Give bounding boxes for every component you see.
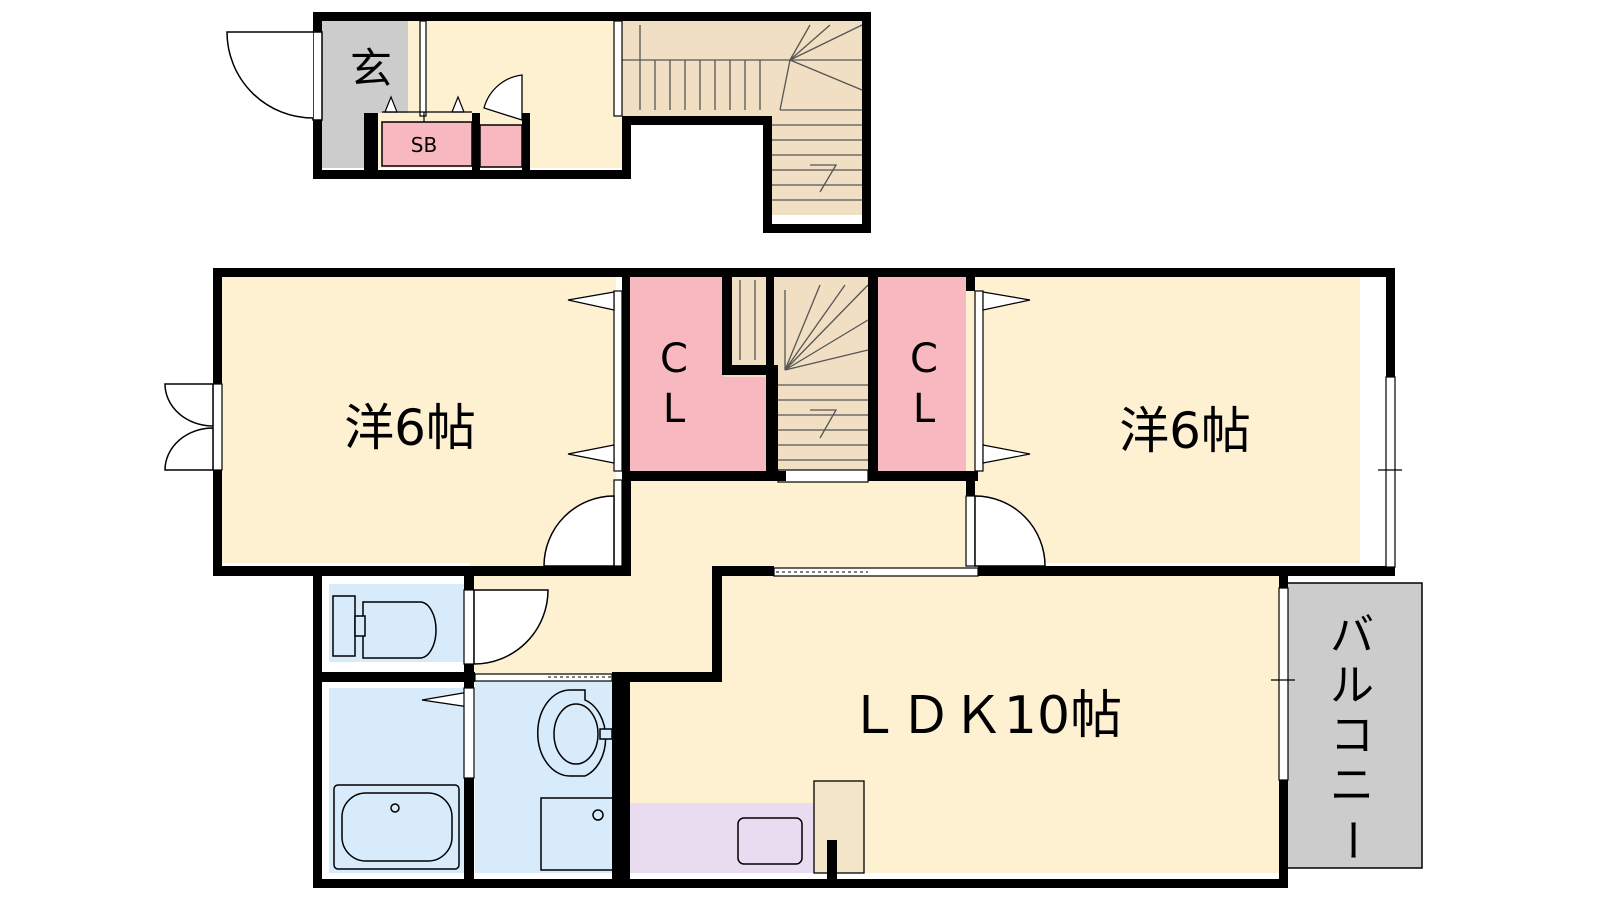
toilet-door-icon	[473, 589, 549, 665]
room-2-window	[1385, 376, 1396, 568]
entrance-level: 玄 SB	[226, 12, 871, 233]
room-2-label: 洋6帖	[1119, 402, 1251, 460]
room-1-window	[212, 383, 223, 471]
closet-2-label-l: L	[913, 386, 936, 432]
closet-1-edge	[613, 290, 623, 472]
small-closet	[479, 124, 523, 168]
balcony-door-icon-1	[164, 383, 214, 427]
balcony-door-icon-2	[164, 427, 214, 471]
shoebox-marks	[382, 95, 472, 122]
ldk-label: ＬＤＫ10帖	[848, 686, 1122, 746]
upper-stair-floor-2	[772, 110, 862, 215]
main-level: C L C L 洋6帖 洋6帖 ＬＤＫ10帖 バ ル コ ニ ー	[164, 268, 1423, 888]
stair-floor	[724, 277, 868, 377]
room-2-floor	[966, 277, 1360, 563]
sink-icon	[737, 817, 803, 865]
closet-2	[876, 277, 966, 471]
main-walls	[213, 268, 1395, 888]
stair-landing-rail	[777, 469, 869, 483]
shoe-box-label: SB	[411, 133, 437, 157]
ldk-sliding-door	[773, 567, 979, 577]
closet-2-edge	[974, 290, 984, 472]
upper-stairs	[622, 24, 863, 201]
washbasin-icon	[537, 689, 613, 777]
washroom-sliding-door	[474, 673, 613, 682]
room-1-door-icon	[543, 495, 615, 567]
bathtub-icon	[333, 784, 460, 870]
stair-rail-upper	[613, 20, 623, 117]
balcony-char: バ	[1330, 610, 1374, 661]
kitchen-counter	[813, 780, 865, 874]
balcony-char: コ	[1330, 710, 1374, 761]
stair-floor-2	[778, 370, 868, 470]
balcony-char: ー	[1326, 818, 1377, 862]
closet-2-label-c: C	[910, 336, 938, 382]
closet-door-marks	[567, 291, 1031, 464]
genkan-top-floor	[322, 21, 408, 113]
room-2-door-icon	[974, 495, 1046, 567]
main-stairs	[739, 280, 869, 461]
toilet-icon	[332, 595, 437, 659]
toilet-door-frame	[463, 589, 475, 665]
entrance-door-icon	[226, 31, 323, 121]
room-2-door-frame	[965, 495, 976, 567]
genkan-divider	[419, 20, 427, 117]
washing-machine-icon	[540, 797, 614, 871]
balcony-label: バ ル コ ニ ー	[1326, 610, 1377, 862]
windows	[212, 290, 1396, 781]
genkan-label: 玄	[350, 44, 392, 93]
room-1-label: 洋6帖	[344, 399, 476, 457]
ldk-balcony-window	[1278, 587, 1289, 781]
doors	[164, 383, 1046, 665]
bath-door-frame	[463, 687, 475, 779]
room-1-door-frame	[613, 479, 623, 567]
shoe-box	[381, 121, 473, 167]
closet-1-label-c: C	[660, 336, 688, 382]
closet-door-icon	[483, 74, 523, 121]
balcony-char: ル	[1330, 660, 1374, 711]
closet-1-label-l: L	[663, 386, 686, 432]
balcony-char: ニ	[1330, 760, 1374, 811]
balcony-floor	[1281, 582, 1423, 869]
